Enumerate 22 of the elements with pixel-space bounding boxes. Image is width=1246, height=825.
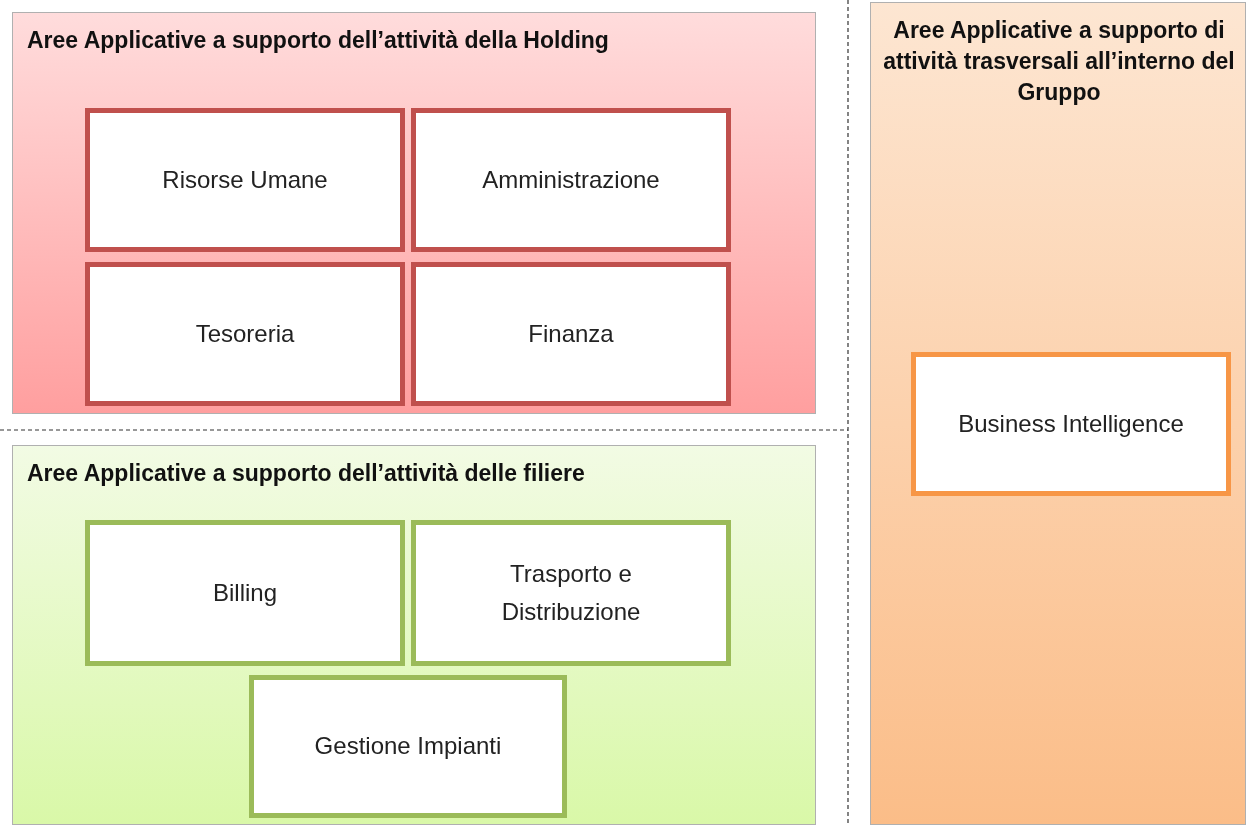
panel-title: Aree Applicative a supporto dell’attività delle filiere: [27, 460, 586, 488]
area-box: [85, 262, 405, 406]
panel-title: Aree Applicative a supporto di attività trasversali all’interno del Gruppo: [882, 16, 1236, 108]
area-label: Trasporto e Distribuzione: [500, 558, 642, 627]
group-panel: [870, 2, 1246, 825]
area-box: [911, 352, 1231, 496]
area-box: [85, 520, 405, 666]
group-panel: [12, 445, 816, 825]
area-box: [411, 262, 731, 406]
area-label: Business Intelligence: [957, 408, 1185, 439]
area-label: Finanza: [527, 318, 615, 349]
area-box: [85, 108, 405, 252]
area-label: Risorse Umane: [161, 164, 329, 195]
area-box: [411, 108, 731, 252]
area-label: Tesoreria: [194, 318, 296, 349]
group-panel: [12, 12, 816, 414]
panel-title: Aree Applicative a supporto dell’attività della Holding: [27, 27, 610, 55]
area-box: [249, 675, 567, 818]
area-box: [411, 520, 731, 666]
area-label: Billing: [212, 577, 278, 608]
area-label: Amministrazione: [481, 164, 661, 195]
area-label: Gestione Impianti: [313, 731, 503, 762]
